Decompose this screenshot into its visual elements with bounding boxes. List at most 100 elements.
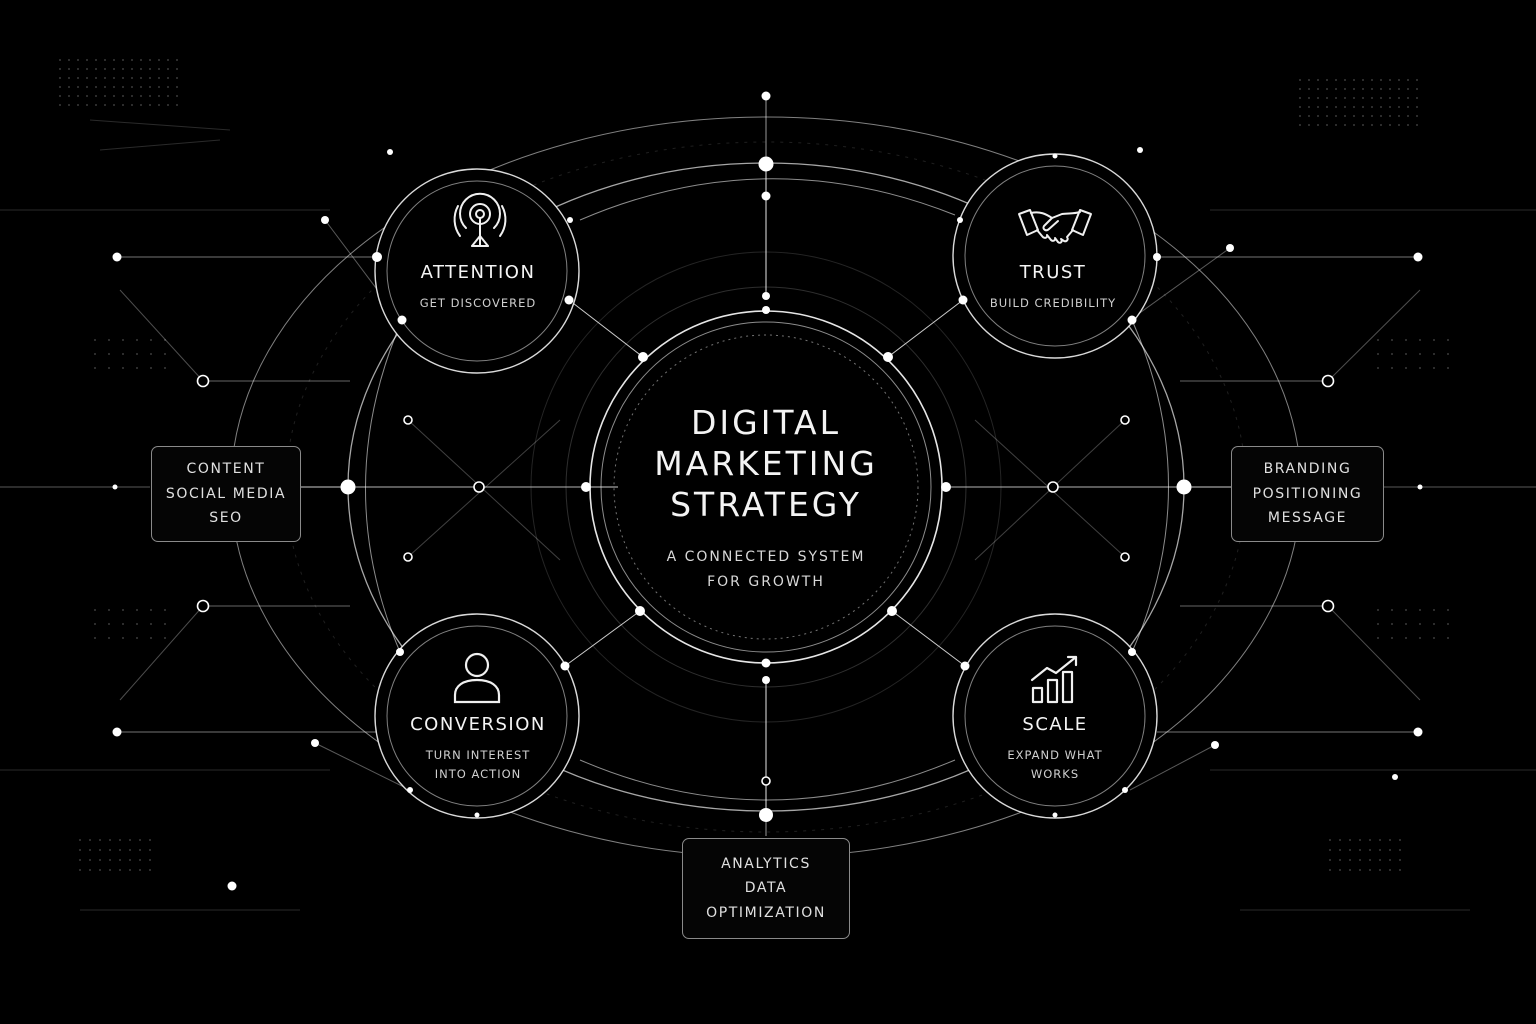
grid-dot: [109, 839, 111, 841]
grid-dot: [86, 77, 88, 79]
connector-dot: [567, 217, 573, 223]
connector-dot: [1153, 253, 1161, 261]
grid-dot: [1299, 106, 1301, 108]
grid-dot: [164, 353, 166, 355]
grid-dot: [131, 77, 133, 79]
grid-dot: [139, 839, 141, 841]
grid-dot: [122, 68, 124, 70]
grid-dot: [167, 86, 169, 88]
connector-hollow-dot: [1321, 374, 1335, 388]
grid-dot: [1326, 97, 1328, 99]
grid-dot: [1405, 637, 1407, 639]
grid-dot: [119, 869, 121, 871]
grid-dot: [109, 859, 111, 861]
grid-dot: [140, 77, 142, 79]
grid-dot: [1419, 637, 1421, 639]
grid-dot: [108, 353, 110, 355]
grid-dot: [1391, 353, 1393, 355]
grid-dot: [1391, 367, 1393, 369]
grid-dot: [167, 59, 169, 61]
grid-dot: [1416, 124, 1418, 126]
grid-dot: [104, 77, 106, 79]
grid-dot: [89, 839, 91, 841]
grid-dot: [1359, 839, 1361, 841]
grid-dot: [1349, 869, 1351, 871]
grid-dot: [149, 95, 151, 97]
grid-dot: [1371, 106, 1373, 108]
grid-dot: [139, 849, 141, 851]
grid-dot: [129, 869, 131, 871]
node-trust-title: TRUST: [1019, 262, 1087, 283]
grid-dot: [99, 869, 101, 871]
grid-dot: [122, 95, 124, 97]
grid-dot: [1339, 859, 1341, 861]
grid-dot: [1369, 839, 1371, 841]
grid-dot: [77, 77, 79, 79]
node-outer-ring: [374, 168, 580, 374]
box-bottom-line-1: ANALYTICS: [721, 855, 811, 872]
center-ring: [600, 321, 932, 653]
connector-dot: [387, 149, 393, 155]
grid-dot: [104, 95, 106, 97]
grid-dot: [108, 623, 110, 625]
grid-dot: [1398, 106, 1400, 108]
grid-dot: [99, 839, 101, 841]
connector-hollow-dot: [196, 599, 210, 613]
grid-dot: [122, 104, 124, 106]
grid-dot: [1299, 88, 1301, 90]
grid-dot: [1399, 869, 1401, 871]
connector-dot: [474, 812, 480, 818]
grid-dot: [131, 86, 133, 88]
grid-dot: [122, 353, 124, 355]
connector-dot: [887, 606, 897, 616]
grid-dot: [68, 68, 70, 70]
grid-dot: [1389, 849, 1391, 851]
grid-dot: [1329, 869, 1331, 871]
grid-dot: [140, 86, 142, 88]
node-scale-subtitle-line-1: EXPAND WHAT: [1007, 748, 1103, 762]
grid-dot: [59, 68, 61, 70]
grid-dot: [86, 59, 88, 61]
grid-dot: [164, 367, 166, 369]
grid-dot: [1407, 88, 1409, 90]
grid-dot: [1391, 339, 1393, 341]
center-dotted-ring: [613, 334, 919, 640]
grid-dot: [94, 623, 96, 625]
background-line: [99, 139, 221, 151]
grid-dot: [131, 104, 133, 106]
grid-dot: [1416, 115, 1418, 117]
curved-connector: [579, 178, 956, 221]
connector-dot: [1176, 479, 1192, 495]
connector-dot: [1413, 727, 1423, 737]
orbit-rings: [230, 116, 1302, 858]
grid-dot: [1353, 79, 1355, 81]
grid-dot: [68, 86, 70, 88]
grid-dot: [77, 104, 79, 106]
grid-dot: [1369, 859, 1371, 861]
grid-dot: [1416, 88, 1418, 90]
grid-dot: [149, 849, 151, 851]
grid-dot: [1344, 106, 1346, 108]
grid-dot: [1308, 97, 1310, 99]
node-inner-ring: [386, 625, 568, 807]
node-outer-ring: [374, 613, 580, 819]
grid-dot: [1389, 869, 1391, 871]
connector-dot: [1211, 741, 1219, 749]
grid-dot: [1389, 79, 1391, 81]
grid-dot: [164, 339, 166, 341]
node-conversion-subtitle-line-1: TURN INTEREST: [425, 748, 531, 762]
user-icon: [453, 652, 501, 704]
grid-dot: [1407, 79, 1409, 81]
grid-dot: [176, 68, 178, 70]
grid-dot: [1308, 88, 1310, 90]
grid-dot: [108, 609, 110, 611]
grid-dot: [1335, 115, 1337, 117]
connector-dot: [1052, 153, 1058, 159]
grid-dot: [1447, 367, 1449, 369]
grid-dot: [1308, 106, 1310, 108]
grid-dot: [150, 367, 152, 369]
grid-dot: [1349, 859, 1351, 861]
grid-dot: [131, 59, 133, 61]
grid-dot: [1379, 869, 1381, 871]
connector-dot: [960, 661, 970, 671]
